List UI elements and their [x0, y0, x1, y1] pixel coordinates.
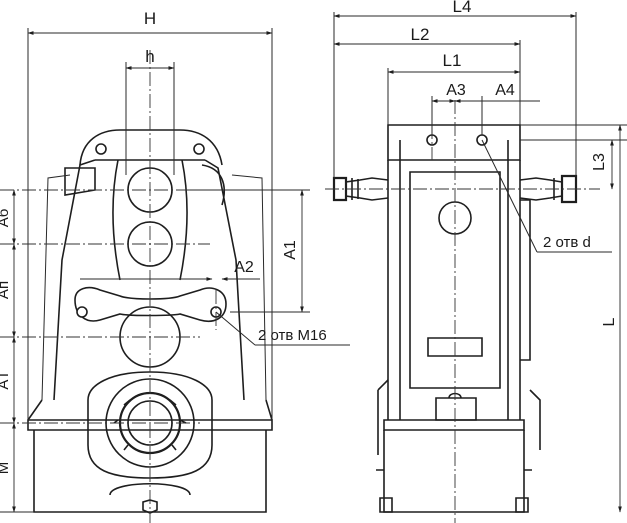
dim-L2-label: L2	[411, 25, 430, 44]
dim-A3-label: A3	[446, 82, 466, 99]
callout-M16: 2 отв M16	[258, 327, 327, 344]
side-view: L4 L2 L1 A3 A4 L3 L 2 отв d	[325, 0, 627, 523]
dim-Ab-label: Aб	[0, 209, 12, 228]
dim-A1-label: A1	[282, 240, 299, 260]
dim-AT-label: AТ	[0, 370, 12, 389]
dim-M-label: M	[0, 462, 12, 475]
dim-H-label: H	[144, 9, 156, 28]
dim-L4-label: L4	[453, 0, 472, 16]
dim-An-label: Aп	[0, 281, 12, 299]
dim-L3-label: L3	[591, 153, 608, 171]
front-view: H h A1 A2 2 отв M16 Aб Aп AТ M	[0, 9, 350, 523]
callout-d: 2 отв d	[543, 234, 591, 251]
dim-L-label: L	[601, 317, 618, 326]
dim-A2-label: A2	[234, 259, 254, 276]
dim-L1-label: L1	[443, 51, 462, 70]
dim-A4-label: A4	[495, 82, 515, 99]
dim-h-label: h	[145, 47, 154, 66]
